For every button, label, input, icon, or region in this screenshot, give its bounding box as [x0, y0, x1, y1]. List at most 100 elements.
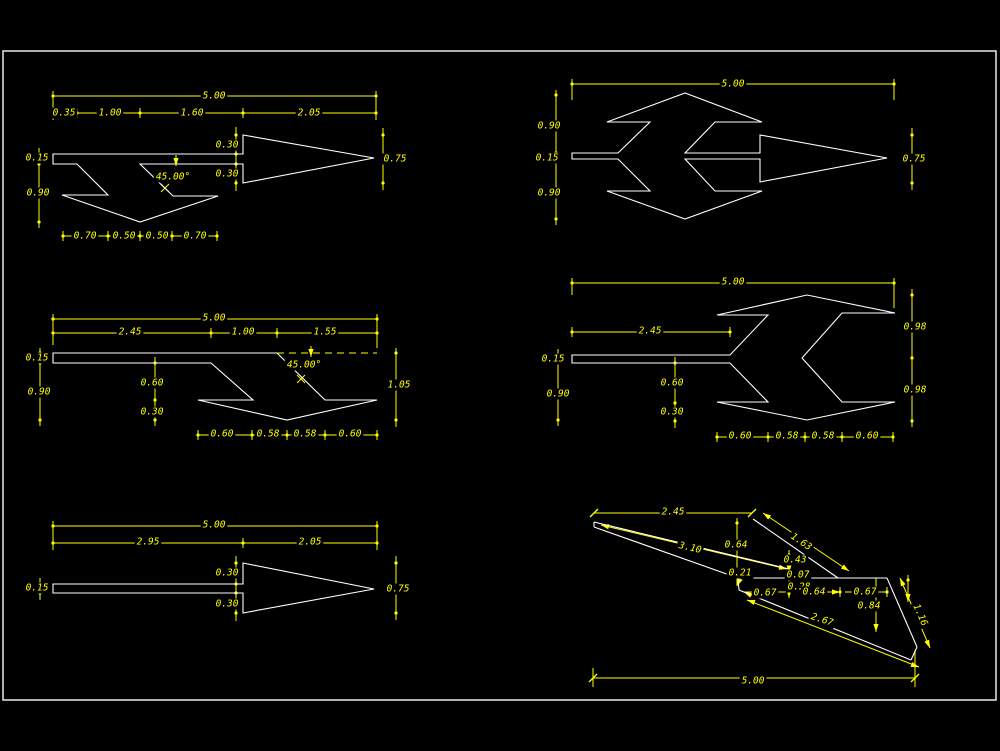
label-mask: [295, 107, 323, 119]
dimension-tick-dot: [906, 578, 910, 582]
dimension-text: 0.30: [661, 407, 684, 418]
dimension-label: 2.45: [636, 325, 664, 337]
label-mask: [659, 506, 687, 518]
dimension-label: 0.30: [138, 406, 166, 418]
profile-outline[interactable]: [571, 92, 888, 220]
dimension-label: 0.70: [181, 230, 209, 242]
label-mask: [296, 536, 324, 548]
dimension-label: 0.98: [901, 321, 929, 333]
dimension-text: 2.05: [298, 108, 321, 119]
dimension-tick-dot: [394, 611, 398, 615]
dimension-tick-dot: [394, 561, 398, 565]
dimension-text: 0.84: [858, 601, 881, 612]
dimension-text: 0.30: [141, 407, 164, 418]
dimension-label: 5.00: [200, 312, 228, 324]
label-mask: [751, 587, 779, 599]
profile-outline[interactable]: [52, 134, 375, 223]
dimension-label: 0.90: [544, 388, 572, 400]
dimension-label: 0.30: [213, 598, 241, 610]
dimension-tick-dot: [138, 234, 142, 238]
dimension-arrowhead: [308, 349, 314, 357]
dimension-text: 0.35: [53, 108, 76, 119]
label-mask: [855, 600, 883, 612]
label-mask: [853, 430, 881, 442]
dimension-text: 0.07: [787, 570, 810, 581]
dimension-label: 0.35: [50, 107, 78, 119]
dimension-tick-dot: [673, 419, 677, 423]
dimension-label: 0.50: [110, 230, 138, 242]
dimension-label: 0.60: [853, 430, 881, 442]
dimension-text: 5.00: [722, 79, 745, 90]
dimension-tick-dot: [735, 521, 739, 525]
dimension-tick-dot: [381, 181, 385, 185]
dimension-text: 0.75: [384, 154, 407, 165]
dimension-tick-dot: [51, 94, 55, 98]
dimension-text: 0.28: [788, 582, 811, 593]
dimension-label: 0.50: [143, 230, 171, 242]
dimension-line: [746, 599, 920, 668]
dimension-text: 0.60: [661, 378, 684, 389]
label-mask: [23, 582, 51, 594]
profile-edge[interactable]: [593, 526, 739, 579]
dimension-tick-dot: [885, 590, 889, 594]
label-mask: [138, 406, 166, 418]
dimension-text: 0.67: [754, 588, 777, 599]
dimension-tick-dot: [374, 111, 378, 115]
dimension-tick-dot: [803, 435, 807, 439]
dimension-tick-dot: [892, 82, 896, 86]
dimension-tick-dot: [892, 281, 896, 285]
profile-edge[interactable]: [737, 577, 740, 591]
profile-edge[interactable]: [910, 646, 918, 661]
dimension-label: 0.15: [539, 353, 567, 365]
dimension-tick-dot: [375, 433, 379, 437]
dimension-text: 0.90: [538, 121, 561, 132]
dimension-tick-dot: [910, 293, 914, 297]
label-mask: [311, 326, 339, 338]
profile-outline[interactable]: [52, 352, 378, 421]
profile-outline[interactable]: [571, 294, 896, 421]
label-mask: [178, 107, 206, 119]
dimension-text: 0.15: [542, 354, 565, 365]
dimension-label: 0.75: [384, 583, 412, 595]
dimension-tick-dot: [891, 435, 895, 439]
dimension-label: 0.75: [381, 153, 409, 165]
dimension-text: 2.05: [299, 537, 322, 548]
dimension-tick-dot: [375, 317, 379, 321]
dimension-label: 0.98: [901, 384, 929, 396]
dimension-label: 0.30: [213, 139, 241, 151]
dimension-label: 0.15: [533, 152, 561, 164]
label-mask: [535, 187, 563, 199]
dimension-text: 0.60: [211, 429, 234, 440]
dimension-tick-dot: [570, 281, 574, 285]
label-mask: [658, 406, 686, 418]
profile-top-right[interactable]: 5.000.900.150.900.75: [533, 78, 928, 226]
dimension-text: 0.58: [257, 429, 280, 440]
dimension-tick-dot: [554, 93, 558, 97]
label-mask: [213, 567, 241, 579]
profile-edge[interactable]: [752, 518, 839, 579]
label-mask: [807, 610, 837, 630]
dimension-tick-dot: [394, 418, 398, 422]
dimension-label: 0.67: [751, 587, 779, 599]
dimension-tick-dot: [241, 541, 245, 545]
dimension-text: 0.98: [904, 385, 927, 396]
dimension-text: 0.90: [28, 387, 51, 398]
dimension-label: 0.60: [726, 430, 754, 442]
profile-edge[interactable]: [886, 577, 918, 648]
dimension-label: 0.90: [535, 187, 563, 199]
dimension-text: 0.30: [216, 599, 239, 610]
dimension-label: 0.58: [773, 430, 801, 442]
dimension-tick-dot: [910, 356, 914, 360]
dimension-label: 3.10: [675, 539, 705, 557]
label-mask: [254, 428, 282, 440]
label-mask: [384, 583, 412, 595]
label-mask: [336, 428, 364, 440]
profile-outline[interactable]: [52, 562, 375, 614]
